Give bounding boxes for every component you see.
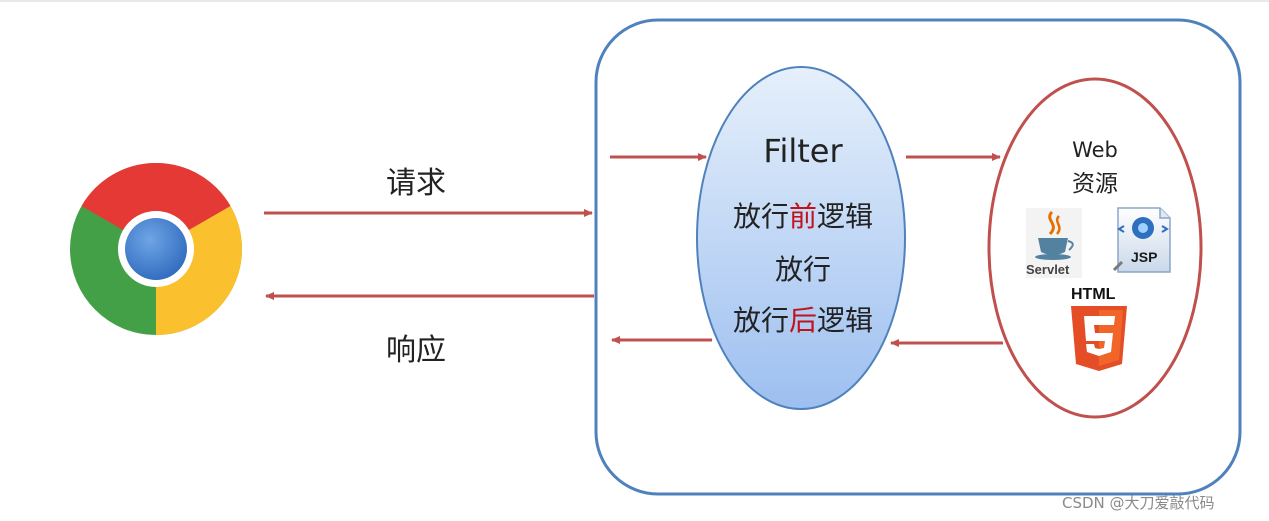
filter-post-logic-c: 逻辑	[817, 304, 874, 337]
filter-pre-logic-c: 逻辑	[817, 200, 874, 233]
request-label: 请求	[386, 166, 446, 201]
filter-oval	[696, 66, 906, 410]
filter-pre-emphasis: 前	[788, 200, 817, 233]
filter-post-logic-line: 放行后逻辑	[700, 299, 906, 339]
servlet-icon	[1026, 208, 1082, 278]
watermark: CSDN @大刀爱敲代码	[1062, 494, 1215, 512]
jsp-label: JSP	[1131, 249, 1158, 265]
filter-pass-line: 放行	[774, 253, 831, 286]
html-label: HTML	[1071, 286, 1116, 303]
top-divider	[0, 0, 1269, 2]
servlet-label: Servlet	[1026, 262, 1070, 277]
filter-pre-logic-line: 放行前逻辑	[700, 195, 906, 235]
web-resource-oval	[987, 77, 1203, 419]
web-resource-title-cn: 资源	[1072, 171, 1118, 197]
jsp-icon	[1112, 207, 1171, 273]
web-resource-title-en: Web	[1072, 138, 1118, 162]
html5-icon	[1071, 306, 1127, 371]
filter-title: Filter	[763, 132, 843, 170]
filter-post-emphasis: 后	[788, 304, 817, 337]
server-container	[594, 18, 1242, 496]
filter-pre-logic-a: 放行	[732, 200, 789, 233]
chrome-browser-icon	[70, 162, 243, 335]
filter-post-logic-a: 放行	[732, 304, 789, 337]
response-label: 响应	[386, 333, 446, 368]
